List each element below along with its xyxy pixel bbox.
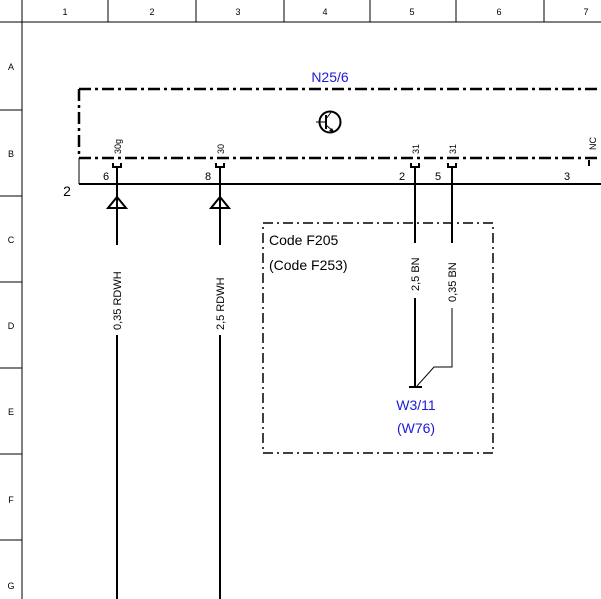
column-label: 5 xyxy=(409,7,414,17)
ground-point-w3-11[interactable]: W3/11 (W76) xyxy=(396,386,436,436)
svg-text:30: 30 xyxy=(216,144,226,154)
pin-nc[interactable]: NC 3 xyxy=(564,137,598,183)
row-label: A xyxy=(8,62,14,72)
svg-text:0,35 BN: 0,35 BN xyxy=(447,262,459,302)
connector-number: 2 xyxy=(63,183,71,199)
column-label: 4 xyxy=(322,7,327,17)
row-label: F xyxy=(8,495,14,505)
component-id[interactable]: N25/6 xyxy=(311,69,349,85)
row-label: B xyxy=(8,149,14,159)
component-n25-6[interactable]: N25/6 2 xyxy=(63,69,601,199)
code-f205-label: Code F205 xyxy=(269,232,338,248)
svg-text:2,5 BN: 2,5 BN xyxy=(410,257,422,291)
svg-text:2,5 RDWH: 2,5 RDWH xyxy=(215,277,227,330)
code-box: Code F205 (Code F253) xyxy=(262,222,494,454)
ground-alt-id[interactable]: (W76) xyxy=(397,420,435,436)
svg-text:5: 5 xyxy=(435,171,441,183)
pin-30[interactable]: 30 8 xyxy=(205,144,226,183)
wire-0-35-bn[interactable]: 0,35 BN xyxy=(416,167,459,387)
code-f253-label: (Code F253) xyxy=(269,257,348,273)
column-label: 2 xyxy=(149,7,154,17)
row-label: D xyxy=(8,321,15,331)
svg-text:31: 31 xyxy=(411,144,421,154)
ground-id[interactable]: W3/11 xyxy=(396,397,436,413)
pin-31-a[interactable]: 31 2 xyxy=(399,144,421,183)
svg-text:2: 2 xyxy=(399,171,405,183)
column-label: 7 xyxy=(583,7,588,17)
row-label: E xyxy=(8,407,14,417)
row-label: G xyxy=(7,581,14,591)
svg-text:0,35 RDWH: 0,35 RDWH xyxy=(112,271,124,330)
wire-2-5-rdwh[interactable]: 2,5 RDWH xyxy=(208,167,232,599)
column-label: 6 xyxy=(496,7,501,17)
svg-text:6: 6 xyxy=(103,171,109,183)
wire-2-5-bn[interactable]: 2,5 BN xyxy=(410,167,422,386)
svg-text:8: 8 xyxy=(205,171,211,183)
svg-text:3: 3 xyxy=(564,171,570,183)
column-label: 1 xyxy=(62,7,67,17)
column-label: 3 xyxy=(235,7,240,17)
transistor-icon xyxy=(316,110,342,134)
row-label: C xyxy=(8,235,15,245)
wire-0-35-rdwh[interactable]: 0,35 RDWH xyxy=(105,167,129,599)
pin-30g[interactable]: 30g 6 xyxy=(103,139,123,183)
svg-text:31: 31 xyxy=(448,144,458,154)
svg-text:NC: NC xyxy=(588,137,598,150)
pin-31-b[interactable]: 31 5 xyxy=(435,144,458,183)
svg-text:30g: 30g xyxy=(113,139,123,154)
